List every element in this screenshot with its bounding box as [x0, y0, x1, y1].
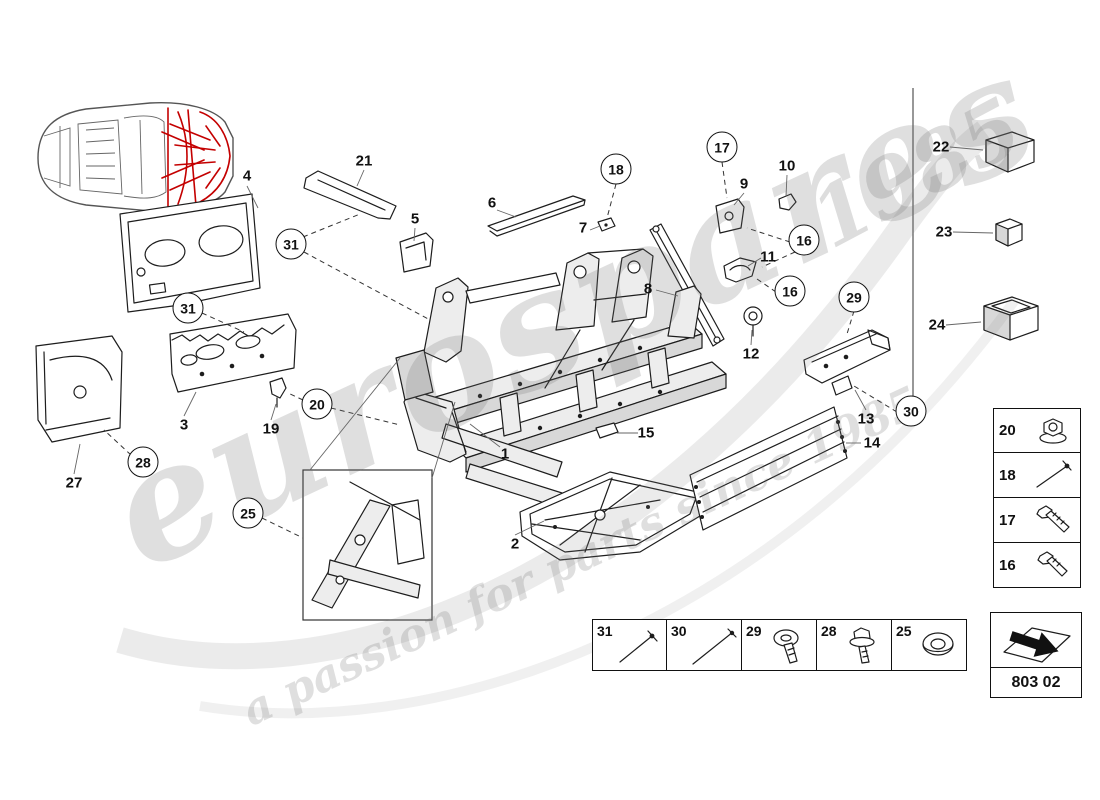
part-14-side-panel — [689, 406, 848, 531]
direction-arrow-box — [990, 612, 1082, 668]
part-11-bracket — [723, 257, 757, 283]
callout-part-13[interactable]: 13 — [857, 410, 875, 428]
callout-part-11[interactable]: 11 — [760, 248, 776, 266]
callout-circled-17[interactable]: 17 — [706, 131, 738, 163]
callout-circled-16b[interactable]: 16 — [774, 275, 806, 307]
callout-circled-29[interactable]: 29 — [838, 281, 870, 313]
part-19-clip — [269, 377, 287, 408]
part-7-clip — [597, 217, 616, 232]
direction-arrow-icon — [1003, 627, 1071, 663]
part-4-front-panel — [119, 193, 261, 313]
part-1-front-frame — [395, 248, 727, 513]
legend-item-29[interactable]: 29 — [742, 619, 817, 671]
callout-circled-28[interactable]: 28 — [127, 446, 159, 478]
legend-item-25[interactable]: 25 — [892, 619, 967, 671]
legend-number: 18 — [999, 466, 1016, 484]
legend-item-28[interactable]: 28 — [817, 619, 892, 671]
callout-part-12[interactable]: 12 — [742, 345, 760, 363]
part-21-bar — [303, 170, 397, 220]
part-22-bracket — [985, 131, 1035, 173]
callout-circled-31b[interactable]: 31 — [172, 292, 204, 324]
callout-part-9[interactable]: 9 — [739, 175, 749, 193]
hex-bolt-icon — [1036, 505, 1070, 533]
leader-lines — [73, 146, 994, 536]
callout-circled-20[interactable]: 20 — [301, 388, 333, 420]
part-15-bracket — [595, 422, 619, 439]
callout-part-1[interactable]: 1 — [500, 445, 510, 463]
legend-number: 20 — [999, 422, 1016, 439]
callout-part-2[interactable]: 2 — [510, 535, 520, 553]
callout-part-22[interactable]: 22 — [932, 138, 950, 156]
diagram-code-panel: 803 02 — [990, 612, 1082, 698]
dashed-leader-lines — [103, 161, 898, 539]
part-12-bushing — [743, 306, 763, 337]
callout-part-8[interactable]: 8 — [643, 280, 653, 298]
callout-circled-16a[interactable]: 16 — [788, 224, 820, 256]
part-24-bracket — [983, 296, 1039, 341]
legend-number: 28 — [821, 623, 837, 639]
callout-circled-18[interactable]: 18 — [600, 153, 632, 185]
highlighted-front-frame — [161, 107, 231, 209]
legend-number: 16 — [999, 556, 1016, 574]
legend-item-31[interactable]: 31 — [592, 619, 667, 671]
legend-number: 17 — [999, 511, 1016, 529]
flange-nut-icon — [1039, 417, 1067, 444]
callout-part-5[interactable]: 5 — [410, 210, 420, 228]
fastener-legend-bottom: 31 30 29 28 — [592, 619, 967, 671]
callout-part-14[interactable]: 14 — [863, 434, 881, 452]
part-9-bracket — [715, 198, 745, 234]
legend-number: 31 — [597, 623, 613, 639]
part-2-undertray — [519, 471, 707, 561]
inset-detail-box — [302, 357, 456, 621]
dome-screw-icon — [773, 629, 799, 664]
part-3-sill-rail — [169, 313, 297, 393]
part-27-wheelhouse-panel — [35, 335, 123, 443]
callout-circled-31a[interactable]: 31 — [275, 228, 307, 260]
legend-item-18[interactable]: 18 — [993, 453, 1081, 498]
callout-part-27[interactable]: 27 — [65, 474, 83, 492]
rivet-icon — [1036, 460, 1072, 488]
part-10-clip — [778, 193, 797, 211]
legend-item-17[interactable]: 17 — [993, 498, 1081, 543]
part-5-bracket — [399, 232, 434, 273]
legend-number: 30 — [671, 623, 687, 639]
part-13-rail — [803, 329, 891, 396]
legend-item-16[interactable]: 16 — [993, 543, 1081, 588]
callout-part-3[interactable]: 3 — [179, 416, 189, 434]
callout-part-7[interactable]: 7 — [578, 219, 588, 237]
callout-part-10[interactable]: 10 — [778, 157, 796, 175]
diagram-code: 803 02 — [990, 668, 1082, 698]
callout-part-19[interactable]: 19 — [262, 420, 280, 438]
part-23-bracket — [995, 218, 1023, 247]
part-6-panel — [487, 195, 586, 237]
callout-circled-25[interactable]: 25 — [232, 497, 264, 529]
callout-part-21[interactable]: 21 — [355, 152, 373, 170]
legend-number: 29 — [746, 623, 762, 639]
blind-rivet-icon — [692, 628, 737, 665]
callout-part-4[interactable]: 4 — [242, 167, 252, 185]
callout-part-24[interactable]: 24 — [928, 316, 946, 334]
callout-part-6[interactable]: 6 — [487, 194, 497, 212]
part-8-strut — [649, 223, 725, 347]
legend-item-20[interactable]: 20 — [993, 408, 1081, 453]
fastener-legend-right: 20 18 17 16 — [993, 408, 1081, 588]
plug-nut-icon — [922, 632, 954, 656]
flange-bolt-icon — [849, 627, 875, 664]
hex-bolt-icon — [1037, 551, 1068, 577]
callout-part-23[interactable]: 23 — [935, 223, 953, 241]
legend-item-30[interactable]: 30 — [667, 619, 742, 671]
callout-circled-30[interactable]: 30 — [895, 395, 927, 427]
callout-part-15[interactable]: 15 — [637, 424, 655, 442]
legend-number: 25 — [896, 623, 912, 639]
car-overview-thumbnail — [37, 101, 234, 213]
rivet-icon — [619, 630, 658, 663]
